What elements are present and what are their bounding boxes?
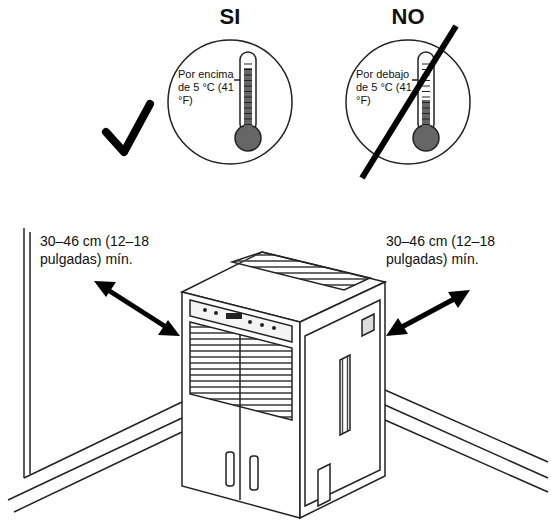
mercury xyxy=(422,100,430,132)
thermometer-circle: NOPor debajo de 5 °C (41 °F) xyxy=(344,38,472,166)
tick-mark xyxy=(412,79,418,81)
heading: SI xyxy=(166,4,294,30)
panel-buttons xyxy=(203,308,276,330)
tick-mark xyxy=(234,79,240,81)
dehumidifier xyxy=(182,252,385,518)
check-mark xyxy=(106,104,150,152)
mercury xyxy=(244,68,252,132)
clearance-arrow xyxy=(94,281,470,336)
temperature-note: Por debajo de 5 °C (41 °F) xyxy=(356,68,416,107)
temperature-note: Por encima de 5 °C (41 °F) xyxy=(178,68,238,107)
thermometer-circle: SIPor encima de 5 °C (41 °F) xyxy=(166,38,294,166)
dimension-label: 30–46 cm (12–18 pulgadas) mín. xyxy=(40,232,200,268)
dimension-label: 30–46 cm (12–18 pulgadas) mín. xyxy=(386,232,546,268)
heading: NO xyxy=(344,4,472,30)
thermometer xyxy=(240,52,256,132)
strike-line xyxy=(362,26,456,178)
